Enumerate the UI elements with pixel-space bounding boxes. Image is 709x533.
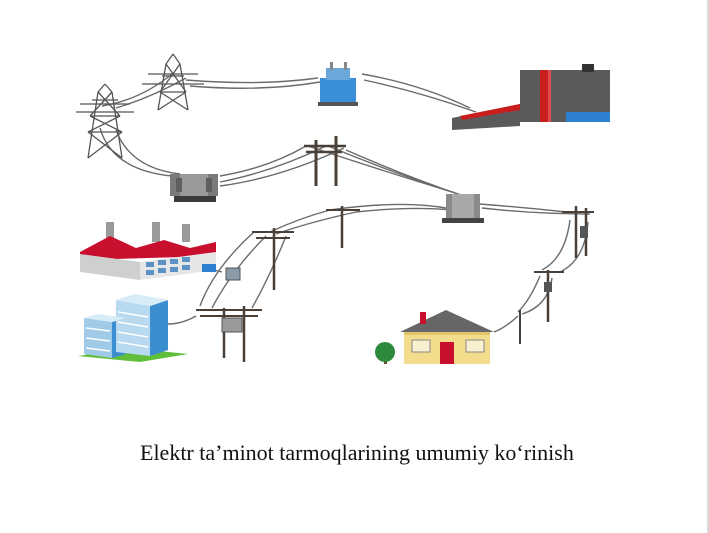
utility-pole-icon: [534, 270, 564, 322]
tree-icon: [375, 342, 395, 364]
figure-caption: Elektr ta’minot tarmoqlarining umumiy ko…: [140, 440, 574, 465]
factory-icon: [80, 222, 241, 281]
power-plant-icon: [452, 64, 610, 130]
utility-pole-icon: [196, 306, 262, 362]
utility-pole-icon: [304, 136, 346, 186]
utility-pole-icon: [252, 228, 294, 290]
transformer-icon: [170, 174, 218, 202]
transformer-icon: [442, 194, 484, 223]
transmission-tower-icon: [76, 83, 134, 159]
page-edge: [707, 0, 709, 533]
transformer-icon: [318, 62, 358, 106]
office-building-icon: [78, 294, 188, 362]
utility-pole-icon: [326, 206, 360, 248]
transmission-tower-icon: [142, 53, 204, 111]
house-icon: [400, 310, 494, 364]
utility-pole-icon: [562, 206, 594, 258]
